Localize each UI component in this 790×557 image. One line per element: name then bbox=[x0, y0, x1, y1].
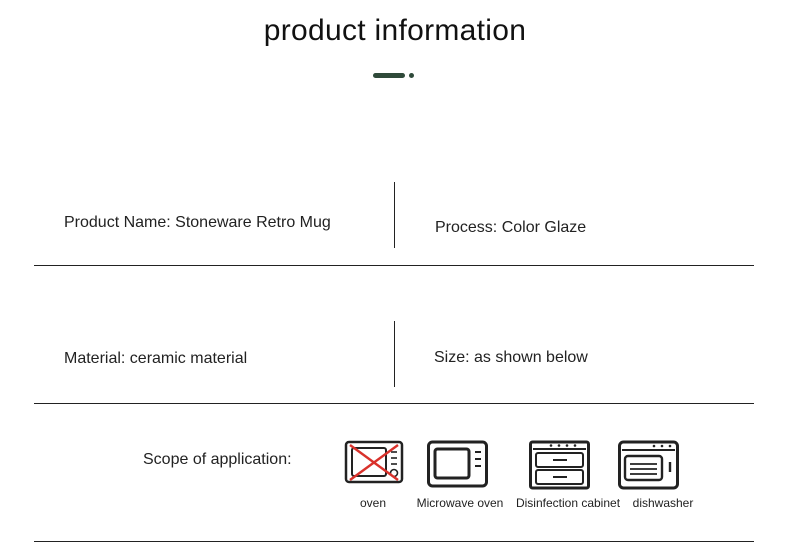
row1-bottom-divider bbox=[34, 265, 754, 266]
page-title: product information bbox=[263, 14, 527, 47]
process-text: Process: Color Glaze bbox=[435, 219, 587, 236]
dishwasher-label: dishwasher bbox=[632, 496, 694, 510]
appliance-microwave: Microwave oven bbox=[412, 440, 508, 510]
disinfection-cabinet-label: Disinfection cabinet bbox=[515, 496, 621, 510]
size-text: Size: as shown below bbox=[434, 349, 588, 366]
disinfection-cabinet-icon bbox=[529, 440, 590, 490]
dishwasher-icon bbox=[618, 440, 679, 490]
title-decoration bbox=[373, 73, 417, 79]
row1-vertical-divider bbox=[394, 182, 395, 248]
appliance-dishwasher: dishwasher bbox=[618, 440, 706, 510]
scope-label: Scope of application: bbox=[143, 451, 292, 468]
row2-vertical-divider bbox=[394, 321, 395, 387]
oven-crossed-icon bbox=[344, 440, 404, 484]
appliance-oven: oven bbox=[338, 440, 408, 510]
row2-bottom-divider bbox=[34, 403, 754, 404]
microwave-label: Microwave oven bbox=[416, 496, 504, 510]
oven-label: oven bbox=[359, 496, 387, 510]
product-name-text: Product Name: Stoneware Retro Mug bbox=[64, 214, 331, 231]
microwave-icon bbox=[427, 440, 488, 488]
appliance-disinfection-cabinet: Disinfection cabinet bbox=[510, 440, 626, 510]
scope-bottom-divider bbox=[34, 541, 754, 542]
decoration-dot bbox=[409, 73, 414, 78]
material-text: Material: ceramic material bbox=[64, 350, 248, 367]
decoration-bar bbox=[373, 73, 405, 78]
